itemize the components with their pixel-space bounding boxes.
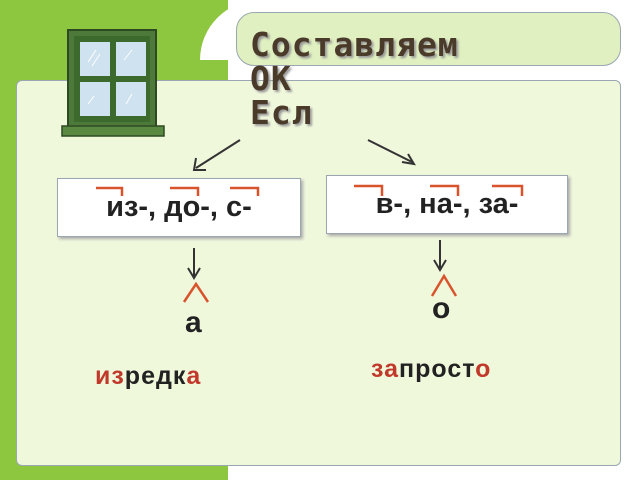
title-box: [236, 12, 621, 66]
title-line-3: Есл: [250, 93, 313, 132]
example-right-middle: прост: [399, 355, 476, 383]
vowel-right: о: [432, 292, 451, 325]
window-icon: [61, 29, 165, 137]
prefix-marks-left: [96, 186, 260, 196]
arrow-to-right-box: [367, 139, 416, 166]
example-word-right: запросто: [371, 355, 491, 384]
example-left-prefix: из: [95, 362, 125, 390]
vowel-left: а: [185, 306, 202, 339]
prefix-box-left: из-, до-, с-: [57, 178, 301, 237]
prefix-box-right-text: в-, на-, за-: [375, 188, 519, 220]
example-word-left: изредка: [95, 362, 201, 391]
page-title: Составляем ОК Есл: [250, 28, 459, 130]
example-right-prefix: за: [371, 355, 400, 383]
example-left-ending: а: [186, 362, 202, 390]
prefix-marks-right: [354, 184, 524, 196]
arrow-down-left: [187, 248, 201, 280]
arrow-to-left-box: [192, 139, 241, 171]
arrow-down-right: [433, 240, 447, 272]
title-line-1: Составляем: [250, 25, 459, 64]
caret-mark-left: [182, 281, 210, 303]
prefix-box-left-text: из-, до-, с-: [106, 191, 252, 223]
example-right-ending: о: [475, 355, 492, 383]
example-left-middle: редк: [124, 362, 187, 390]
title-line-2: ОК: [250, 59, 292, 98]
caret-mark-right: [430, 273, 458, 297]
content-panel: [16, 80, 621, 466]
